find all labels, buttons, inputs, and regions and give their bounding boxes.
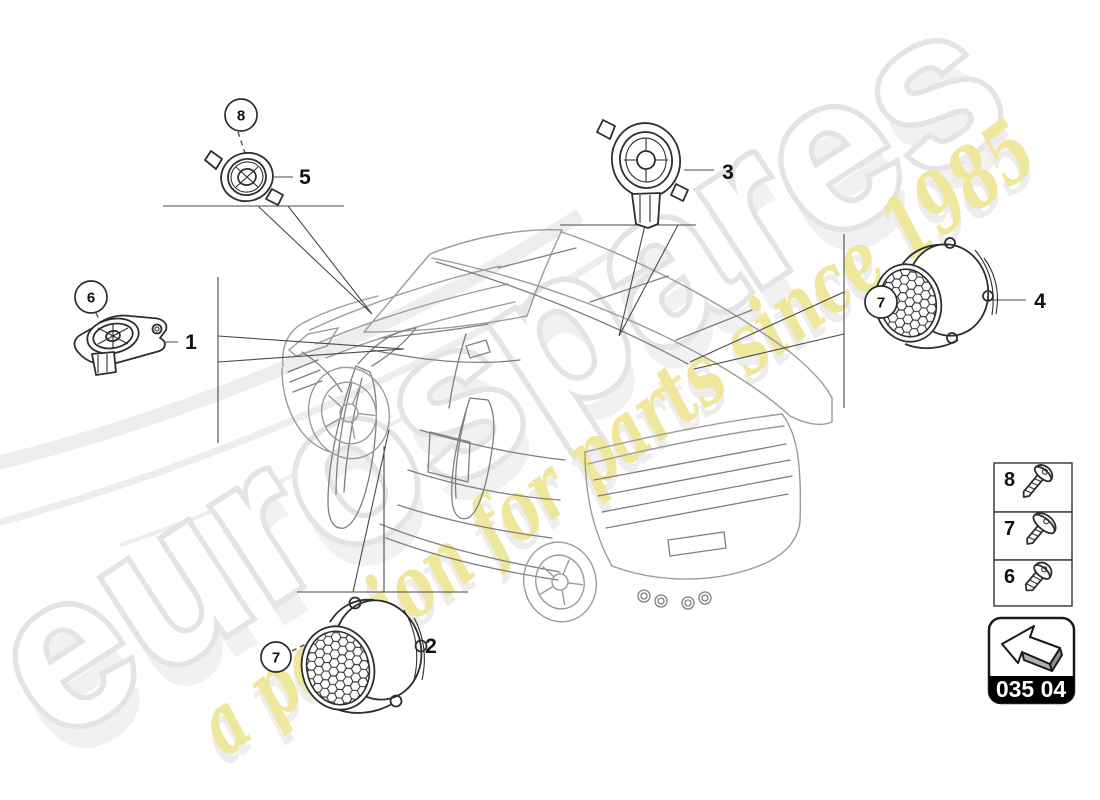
diagram-code-label: 035 04 [996,676,1067,702]
rear-wheel [523,541,597,623]
svg-text:7: 7 [1004,518,1015,540]
part-label-5[interactable]: 5 [299,166,311,189]
legend-cell-8[interactable]: 8 [993,461,1073,513]
part-label-3[interactable]: 3 [722,161,734,184]
back-arrow-icon [1001,625,1063,672]
svg-text:6: 6 [87,290,95,307]
front-wheel [307,366,391,460]
callout-8[interactable]: 8 [224,98,258,132]
svg-text:eurospares: eurospares [0,0,1050,789]
svg-text:7: 7 [272,650,280,667]
part-4-speaker-drawing [873,237,999,350]
car-line-drawing [281,229,833,623]
part-2-speaker-drawing [300,596,428,714]
leader-lines [95,131,1026,652]
svg-text:6: 6 [1004,566,1015,588]
part-label-1[interactable]: 1 [185,331,197,354]
legend-cell-6[interactable]: 6 [993,559,1073,607]
callout-7-bottom[interactable]: 7 [260,641,292,673]
fastener-legend: 8 7 6 [993,461,1073,607]
callout-7-right[interactable]: 7 [864,285,898,319]
diagram-code-box[interactable]: 035 04 [987,616,1076,705]
part-label-2[interactable]: 2 [425,635,437,658]
svg-text:7: 7 [877,295,885,312]
callout-6[interactable]: 6 [74,280,108,314]
screw-icon-8 [1022,464,1054,498]
part-1-speaker-drawing [73,314,168,376]
svg-text:8: 8 [1004,469,1015,491]
watermark-brand: eurospares eurospares [0,0,1053,800]
part-5-tweeter-drawing [204,150,284,206]
screw-icon-7 [1026,512,1057,545]
screw-icon-6 [1024,561,1053,592]
part-3-speaker-drawing [596,119,689,229]
svg-text:8: 8 [237,108,245,125]
part-label-4[interactable]: 4 [1034,290,1046,313]
legend-cell-7[interactable]: 7 [993,509,1073,561]
exhaust-tips [637,589,712,610]
